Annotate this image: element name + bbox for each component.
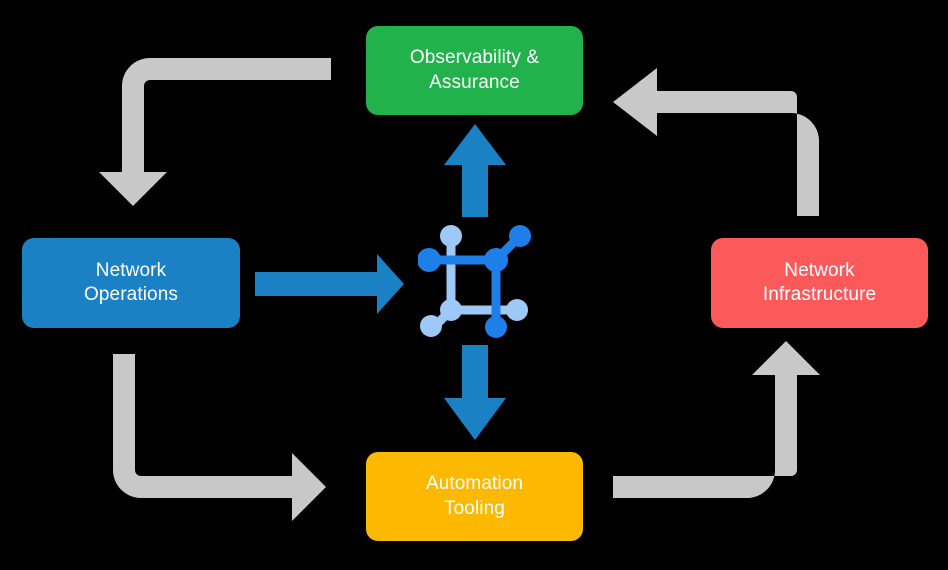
- arrow-elbow-bottom-left: [113, 354, 326, 521]
- node-automation-label: Automation Tooling: [425, 473, 524, 519]
- icon-node-dark-bottom: [485, 316, 507, 338]
- node-infrastructure-label: Network Infrastructure: [762, 259, 877, 305]
- icon-node-light-center-left: [440, 299, 462, 321]
- icon-node-dark-left: [418, 248, 441, 272]
- node-automation-tooling[interactable]: Automation Tooling: [366, 452, 583, 541]
- arrow-elbow-bottom-right: [613, 341, 820, 498]
- node-network-infrastructure[interactable]: Network Infrastructure: [711, 238, 928, 328]
- arrow-elbow-top-left: [99, 58, 331, 206]
- icon-node-dark-top-right: [509, 225, 531, 247]
- icon-node-light-top: [440, 225, 462, 247]
- arrow-elbow-top-right: [613, 68, 819, 216]
- node-observability-assurance[interactable]: Observability & Assurance: [366, 26, 583, 115]
- node-operations-label: Network Operations: [84, 259, 178, 305]
- icon-node-dark-hub: [484, 248, 508, 272]
- icon-node-light-bottom-left: [420, 315, 442, 337]
- arrow-right-blue: [255, 254, 404, 314]
- arrow-down-blue: [444, 345, 506, 440]
- node-network-operations[interactable]: Network Operations: [22, 238, 240, 328]
- network-topology-icon: [418, 225, 531, 338]
- arrow-up-blue: [444, 124, 506, 217]
- node-observability-label: Observability & Assurance: [409, 47, 540, 93]
- icon-node-light-right: [506, 299, 528, 321]
